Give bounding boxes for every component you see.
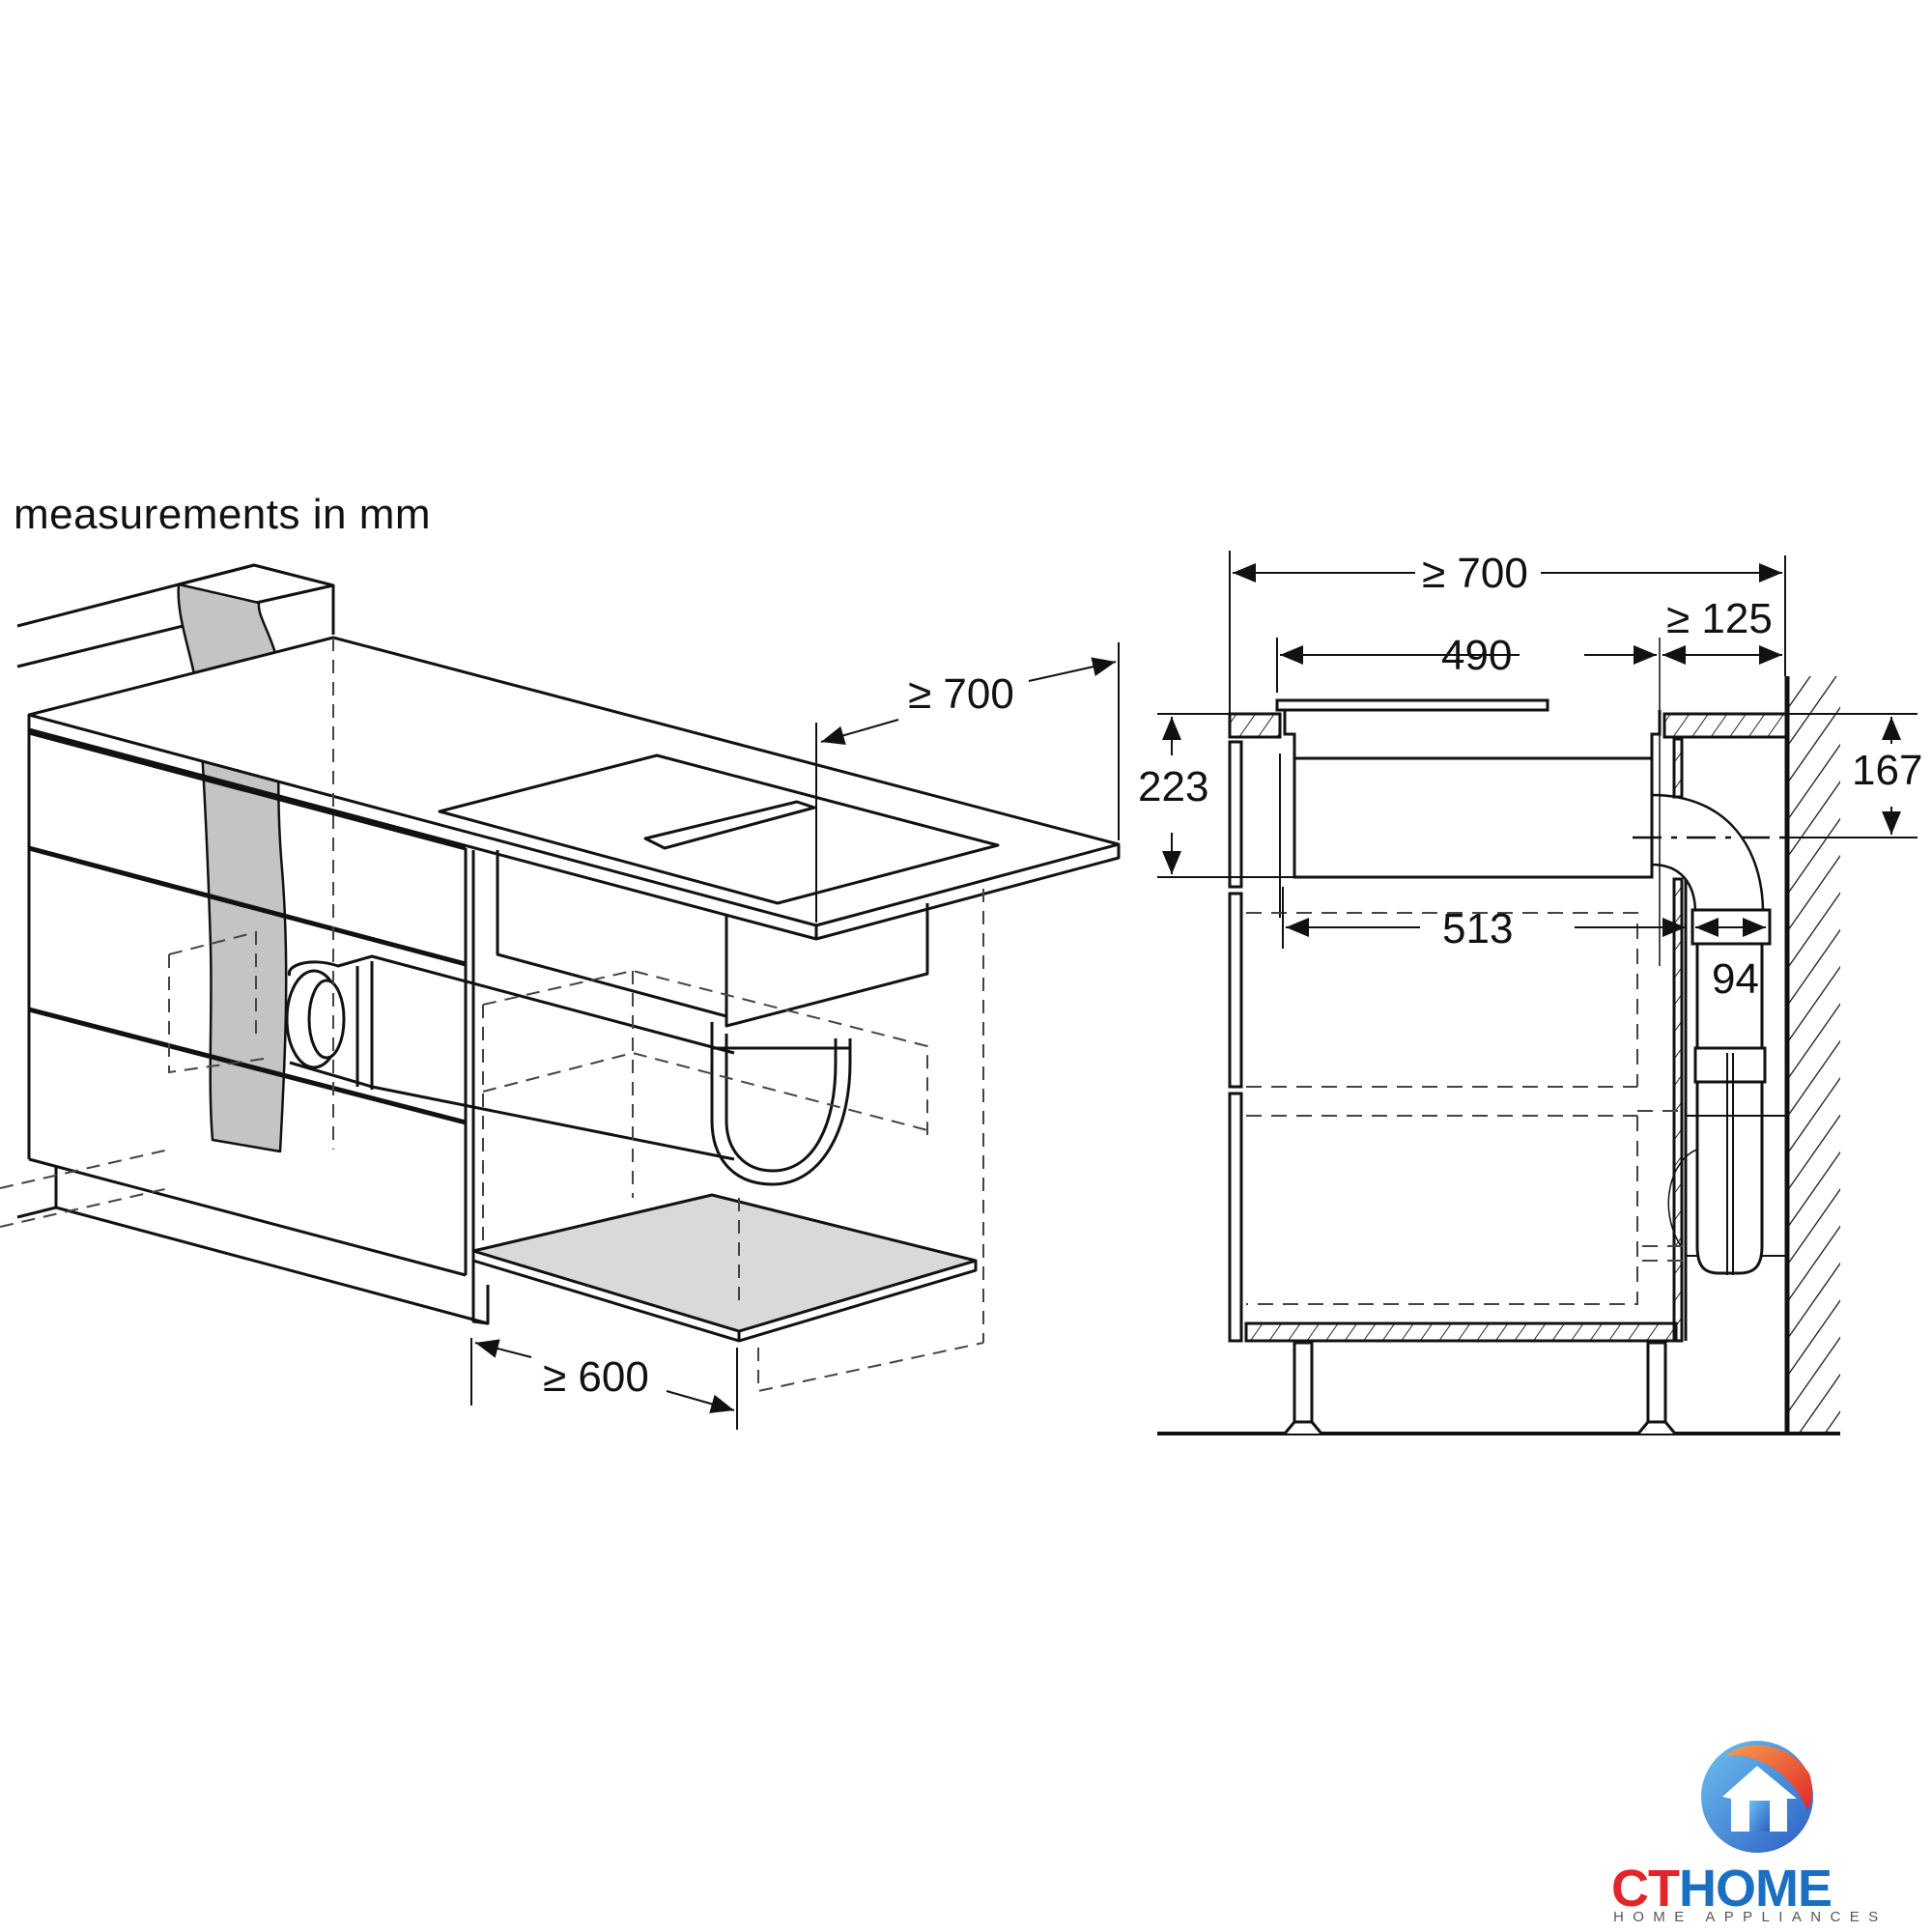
dim-section-inner-depth: 513 — [1442, 905, 1513, 952]
dim-section-rear-clearance: ≥ 125 — [1666, 595, 1773, 642]
section-view — [1157, 676, 1840, 1435]
dimension-iso-depth — [815, 642, 1120, 923]
isometric-view — [16, 563, 1121, 1343]
section-dimension-lines — [1157, 551, 1918, 966]
dim-section-duct-width: 94 — [1712, 955, 1759, 1003]
brand-ct: CT — [1611, 1860, 1680, 1918]
brand-logo: CTHOME HOME APPLIANCES — [1611, 1735, 1901, 1925]
dim-section-total-depth: ≥ 700 — [1422, 550, 1528, 597]
dim-iso-width-label: ≥ 600 — [543, 1353, 649, 1401]
dim-section-duct-centre: 167 — [1852, 747, 1922, 794]
house-circle-icon — [1701, 1741, 1813, 1853]
iso-hidden-lines — [0, 638, 984, 1393]
dim-section-cutout-depth: 490 — [1441, 632, 1512, 679]
dim-iso-depth-label: ≥ 700 — [908, 670, 1014, 718]
measurements-caption: measurements in mm — [14, 491, 432, 538]
brand-home: HOME — [1678, 1860, 1833, 1918]
section-hidden-lines — [1246, 912, 1686, 1305]
dimension-iso-width — [470, 1338, 738, 1430]
brand-wordmark: CTHOME — [1611, 1859, 1833, 1918]
dim-section-unit-height: 223 — [1138, 763, 1208, 810]
brand-tagline: HOME APPLIANCES — [1613, 1909, 1888, 1925]
